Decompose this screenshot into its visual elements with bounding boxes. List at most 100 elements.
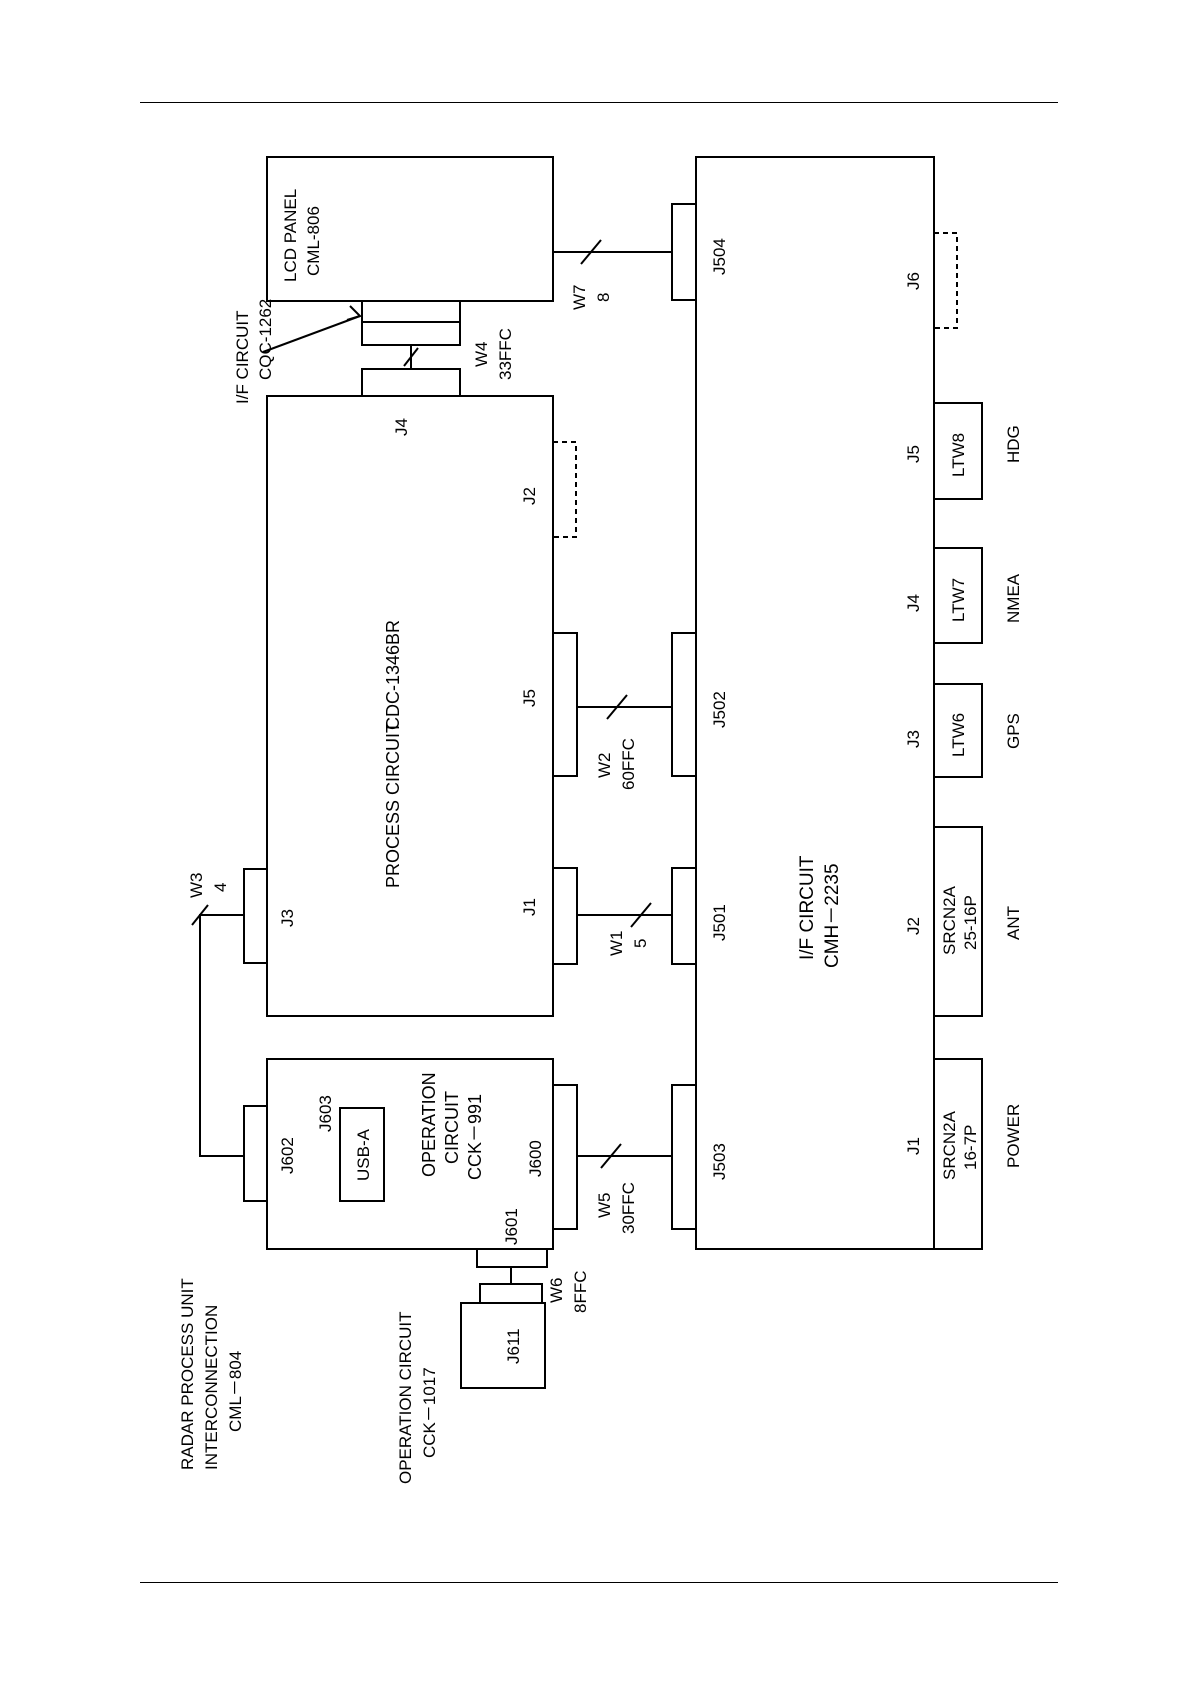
if-j4-label: J4	[904, 594, 923, 612]
srcn2a-power-line2: 16-7P	[961, 1125, 980, 1170]
w7-count: 8	[594, 293, 613, 302]
if-j501-connector	[671, 867, 697, 965]
if-j504-connector	[671, 203, 697, 301]
w1-count: 5	[631, 939, 650, 948]
process-j3-label: J3	[278, 909, 297, 927]
if-circuit-cqc-part: CQC-1262	[256, 299, 275, 380]
title-line-1: RADAR PROCESS UNIT	[178, 1278, 197, 1470]
process-j3-connector	[243, 868, 268, 964]
ltw7-label: LTW7	[949, 578, 968, 622]
w4-count: 33FFC	[496, 328, 515, 380]
if-j501-label: J501	[710, 904, 729, 941]
if-circuit-main-block	[695, 156, 935, 1250]
ltw8-label: LTW8	[949, 433, 968, 477]
port-power-label: POWER	[1004, 1104, 1023, 1168]
w1-name: W1	[607, 931, 626, 957]
w6-name: W6	[547, 1278, 566, 1304]
w7-name: W7	[570, 285, 589, 311]
w2-count: 60FFC	[619, 738, 638, 790]
port-gps-label: GPS	[1004, 713, 1023, 749]
operation-j600-connector	[552, 1084, 578, 1230]
operation-j602-label: J602	[278, 1137, 297, 1174]
operation-circuit-line2: CIRCUIT	[442, 1091, 462, 1164]
operation-circuit-2-name: OPERATION CIRCUIT	[396, 1311, 415, 1484]
w3-name: W3	[187, 873, 206, 899]
if-j1-label: J1	[904, 1137, 923, 1155]
if-j3-label: J3	[904, 730, 923, 748]
operation-j601-connector	[476, 1248, 548, 1268]
if-j502-connector	[671, 632, 697, 777]
process-j1-label: J1	[520, 898, 539, 916]
srcn2a-ant-plug	[933, 826, 983, 1017]
process-circuit-block	[266, 395, 554, 1017]
port-ant-label: ANT	[1004, 906, 1023, 940]
bottom-rule	[140, 1582, 1058, 1583]
w3-slash	[191, 904, 209, 926]
lcd-panel-name: LCD PANEL	[281, 189, 300, 282]
process-j5-connector	[552, 632, 578, 777]
if-j2-label: J2	[904, 917, 923, 935]
if-circuit-cqc-leader	[262, 315, 361, 353]
operation-j600-label: J600	[526, 1140, 545, 1177]
port-nmea-label: NMEA	[1004, 573, 1023, 623]
w5-slash	[600, 1143, 622, 1169]
process-circuit-name: PROCESS CIRCUIT	[383, 722, 403, 888]
top-rule	[140, 102, 1058, 103]
if-j6-label: J6	[904, 272, 923, 290]
w4-name: W4	[472, 342, 491, 368]
if-j504-label: J504	[710, 238, 729, 275]
process-circuit-part: CDC-1346BR	[383, 620, 403, 730]
if-circuit-main-name: I/F CIRCUIT	[797, 855, 818, 960]
usb-a-label: USB-A	[354, 1128, 373, 1181]
if-j503-connector	[671, 1084, 697, 1230]
srcn2a-ant-line2: 25-16P	[961, 895, 980, 950]
process-j4-header	[361, 368, 461, 397]
operation-circuit-part: CCK－991	[465, 1094, 485, 1180]
if-j5-label: J5	[904, 445, 923, 463]
operation-j602-connector	[243, 1105, 268, 1202]
if-circuit-cqc-arrowhead	[346, 305, 362, 321]
w5-name: W5	[595, 1193, 614, 1219]
operation-circuit-line1: OPERATION	[419, 1072, 439, 1177]
title-line-3: CML－804	[226, 1351, 245, 1432]
w2-slash	[606, 694, 628, 720]
srcn2a-power-line1: SRCN2A	[940, 1110, 959, 1180]
w5-count: 30FFC	[619, 1182, 638, 1234]
w4-slash	[403, 347, 419, 367]
operation-j601-label: J601	[502, 1208, 521, 1245]
srcn2a-ant-line1: SRCN2A	[940, 885, 959, 955]
process-j1-connector	[552, 867, 578, 965]
if-j503-label: J503	[710, 1143, 729, 1180]
ltw8-plug	[933, 402, 983, 500]
if-j6-connector	[933, 232, 958, 329]
operation-circuit-2-block	[460, 1302, 546, 1389]
diagram-title: RADAR PROCESS UNIT INTERCONNECTION CML－8…	[178, 1278, 245, 1470]
w6-count: 8FFC	[571, 1271, 590, 1314]
process-j4-label: J4	[392, 418, 411, 436]
if-j502-label: J502	[710, 691, 729, 728]
process-j5-label: J5	[520, 689, 539, 707]
ltw6-label: LTW6	[949, 713, 968, 757]
operation-j603-label: J603	[316, 1095, 335, 1132]
process-j2-label: J2	[520, 487, 539, 505]
w7-slash	[580, 239, 602, 265]
lcd-panel-part: CML-806	[304, 206, 323, 276]
operation-j611-label: J611	[504, 1328, 523, 1364]
operation-circuit-block	[266, 1058, 554, 1250]
w2-name: W2	[595, 753, 614, 779]
port-hdg-label: HDG	[1004, 425, 1023, 463]
srcn2a-power-plug	[933, 1058, 983, 1250]
usb-a-port	[339, 1107, 385, 1202]
ltw7-plug	[933, 547, 983, 644]
if-circuit-main-part: CMH－2235	[822, 863, 843, 968]
ltw6-plug	[933, 683, 983, 778]
operation-j611-header	[479, 1283, 543, 1304]
w3-count: 4	[211, 883, 230, 892]
w3-cable	[199, 914, 244, 1157]
lcd-panel-block	[266, 156, 554, 302]
operation-circuit-2-part: CCK－1017	[420, 1367, 439, 1458]
title-line-2: INTERCONNECTION	[202, 1305, 221, 1470]
process-j2-connector	[552, 441, 577, 538]
if-circuit-cqc-name: I/F CIRCUIT	[233, 311, 252, 405]
